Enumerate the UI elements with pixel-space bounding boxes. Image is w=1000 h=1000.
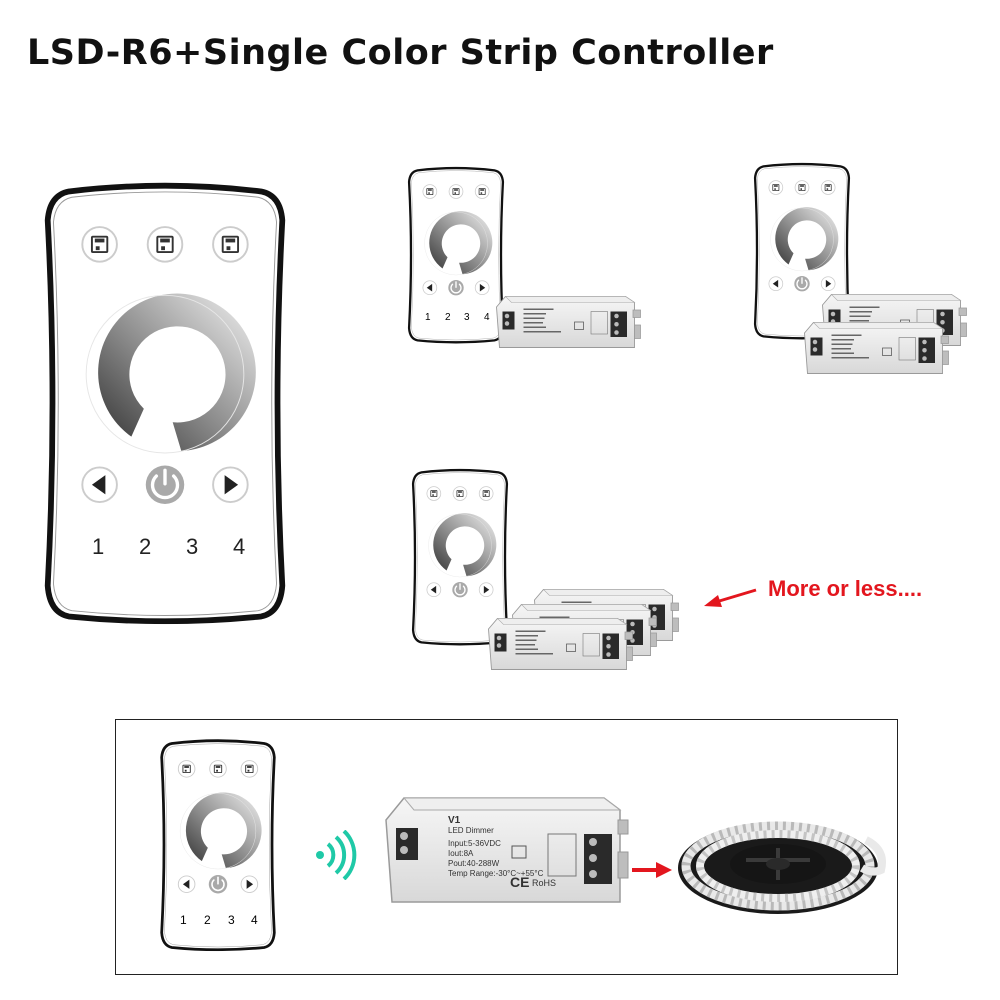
zone-label-4: 4 <box>233 534 246 559</box>
remote-small-one-to-one: 1 2 3 4 <box>406 160 506 350</box>
zone-label-3: 3 <box>464 312 470 323</box>
controller-model: V1 <box>448 815 461 826</box>
zone-label-2: 2 <box>445 312 451 323</box>
zone-label-2: 2 <box>139 534 152 559</box>
ce-mark: CE <box>510 874 530 890</box>
controller-spec-iout: Iout:8A <box>448 849 474 858</box>
controller-temp: Temp Range:-30°C~+55°C <box>448 869 544 878</box>
zone-label-1: 1 <box>425 312 431 323</box>
zone-label-3: 3 <box>228 913 235 927</box>
zone-label-2: 2 <box>204 913 211 927</box>
zone-label-3: 3 <box>186 534 199 559</box>
page-title: LSD-R6+Single Color Strip Controller <box>27 33 774 73</box>
zone-label-1: 1 <box>180 913 187 927</box>
controller-spec-input: Input:5-36VDC <box>448 839 501 848</box>
more-or-less-note: More or less.... <box>768 576 923 601</box>
red-arrow-icon <box>702 586 758 610</box>
led-strip-reel <box>676 810 888 922</box>
controller-box <box>492 292 642 352</box>
zone-label-4: 4 <box>484 312 490 323</box>
red-arrow-icon <box>632 862 672 878</box>
controller-label: V1 LED Dimmer Input:5-36VDC Iout:8A Pout… <box>448 816 543 879</box>
controller-spec-pout: Pout:40-288W <box>448 859 500 868</box>
wireless-signal-icon <box>314 830 360 880</box>
remote-demo: 1 2 3 4 <box>158 735 278 955</box>
controller-box <box>484 614 634 674</box>
controller-name: LED Dimmer <box>448 826 494 835</box>
zone-label-4: 4 <box>251 913 258 927</box>
controller-demo: V1 LED Dimmer Input:5-36VDC Iout:8A Pout… <box>378 790 630 910</box>
rohs-mark: RoHS <box>532 878 557 888</box>
controller-box <box>800 318 950 378</box>
remote-large: 1 2 3 4 <box>40 168 290 638</box>
zone-label-1: 1 <box>92 534 105 559</box>
wiring-demo-frame <box>115 719 898 975</box>
